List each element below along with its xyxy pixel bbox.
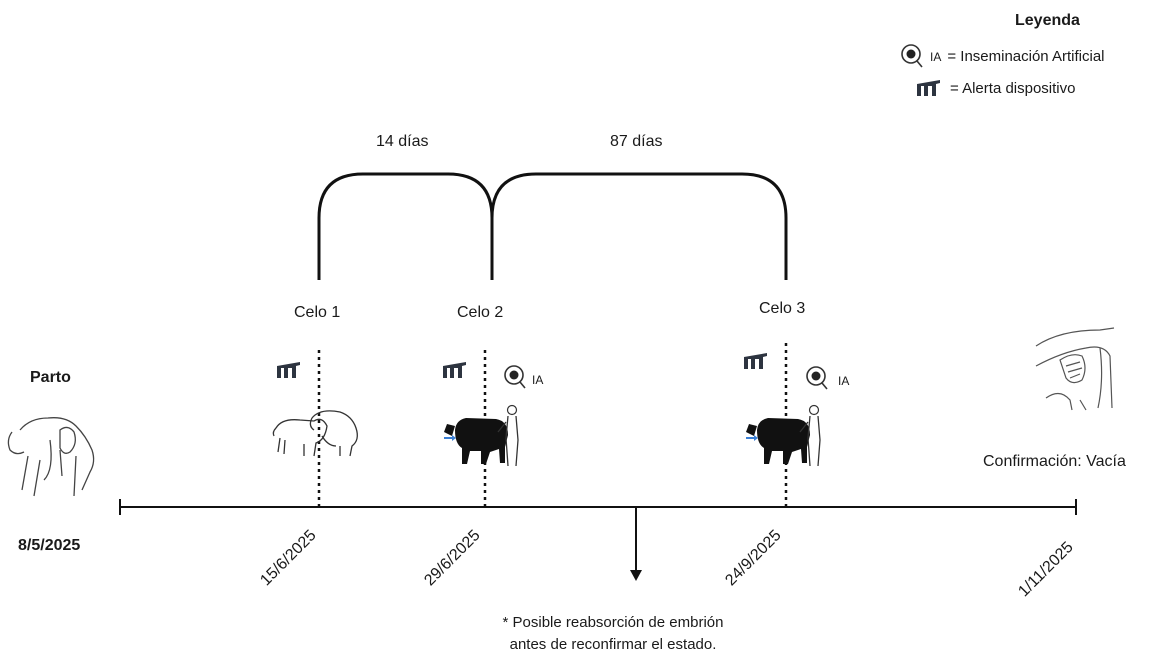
legend-row-device: = Alerta dispositivo <box>950 80 1076 97</box>
legend-ia-text: = Inseminación Artificial <box>947 48 1105 65</box>
note-line-2: antes de reconfirmar el estado. <box>509 636 717 653</box>
legend-device-text: = Alerta dispositivo <box>950 80 1076 97</box>
start-date: 8/5/2025 <box>18 537 81 554</box>
event-ia-label-2: IA <box>532 373 544 387</box>
legend-ia-symbol: IA <box>930 49 942 64</box>
event-label-3: Celo 3 <box>759 300 806 317</box>
legend-title: Leyenda <box>1015 12 1080 29</box>
device-alert-icon <box>744 353 767 369</box>
syringe-ia-icon <box>806 366 828 390</box>
note-line-1: * Posible reabsorción de embrión <box>502 614 724 631</box>
device-alert-icon <box>277 362 300 378</box>
device-alert-icon <box>443 362 466 378</box>
cow-insemination-illustration <box>444 404 519 467</box>
event-label-1: Celo 1 <box>294 304 341 321</box>
span-label-2: 87 días <box>610 133 663 150</box>
ultrasound-exam-sketch <box>1035 327 1115 411</box>
cow-mounting-sketch <box>272 410 358 457</box>
span-label-1: 14 días <box>376 133 429 150</box>
legend-row-ia: IA = Inseminación Artificial <box>926 48 1105 65</box>
calving-sketch <box>7 417 95 497</box>
reabsorption-note: * Posible reabsorción de embrión antes d… <box>453 612 773 656</box>
syringe-ia-icon <box>504 365 526 389</box>
syringe-ia-icon <box>901 44 923 68</box>
note-arrow-head <box>630 570 642 581</box>
device-alert-icon <box>917 80 940 96</box>
end-label: Confirmación: Vacía <box>983 453 1126 470</box>
event-ia-label-3: IA <box>838 374 850 388</box>
event-label-2: Celo 2 <box>457 304 504 321</box>
start-label: Parto <box>30 369 71 386</box>
cow-insemination-illustration <box>746 404 821 467</box>
span-bracket-2 <box>490 172 788 280</box>
span-bracket-1 <box>317 172 494 280</box>
